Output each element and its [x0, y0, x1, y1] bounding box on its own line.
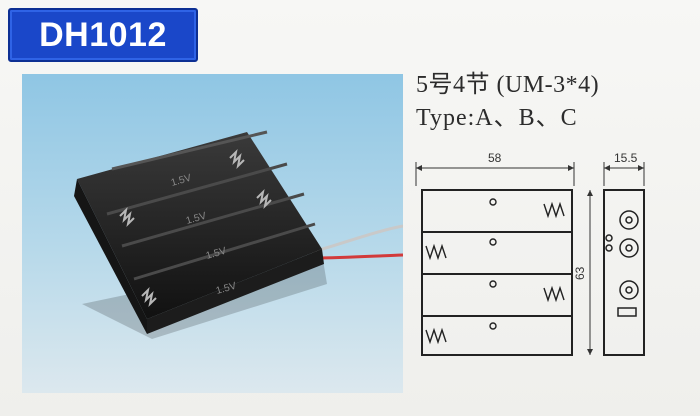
technical-drawing: 58 63 15.5 [415, 151, 645, 356]
model-number: DH1012 [39, 16, 167, 54]
model-badge: DH1012 [8, 8, 198, 62]
height-dimension: 63 [573, 266, 587, 280]
spec-battery-count: 5号4节 (UM-3*4) [416, 72, 600, 98]
product-photo: 1.5V 1.5V 1.5V 1.5V [22, 74, 403, 393]
spec-types: Type:A、B、C [416, 105, 578, 131]
width-dimension: 58 [488, 151, 502, 165]
depth-dimension: 15.5 [614, 151, 638, 165]
battery-holder-photo: 1.5V 1.5V 1.5V 1.5V [74, 130, 403, 339]
